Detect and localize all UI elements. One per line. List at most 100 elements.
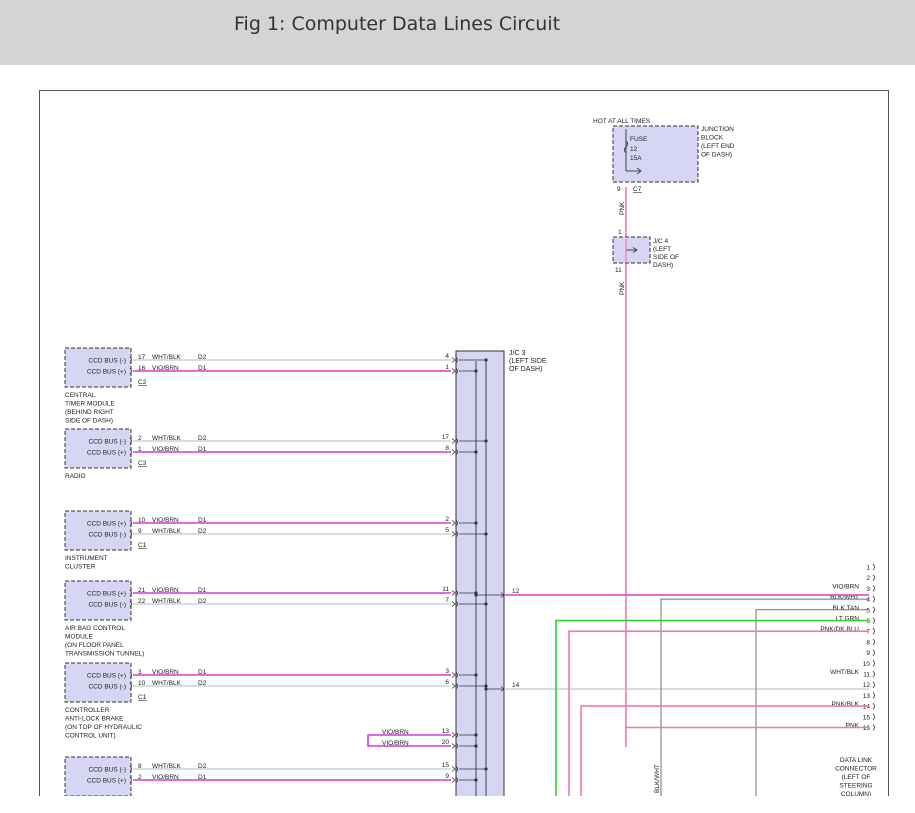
jc3-pin-connector	[455, 448, 458, 456]
splice-dot	[484, 358, 488, 362]
jc4-label: DASH)	[653, 262, 673, 269]
module-box-ctm	[64, 347, 132, 388]
module-connector-mark	[129, 671, 132, 679]
splice-dot	[474, 733, 478, 737]
dlc-pin-number: 13	[863, 693, 871, 700]
jc3-pin-connector	[455, 519, 458, 527]
jc3-output-pin: 14	[512, 682, 520, 689]
jc3-pin-number: 20	[442, 739, 450, 746]
module-label-airbag: TRANSMISSION TUNNEL)	[65, 651, 144, 658]
junction-block-label: (LEFT END	[701, 143, 735, 150]
jc3-pin-connector-arrow	[451, 601, 456, 607]
jc4-arrow	[632, 247, 638, 253]
module-connector-id: C3	[138, 460, 147, 467]
wire-color-label: VIO/BRN	[152, 587, 179, 594]
splice-dot	[484, 439, 488, 443]
dlc-wire-color-label: BLK/WHT	[830, 594, 859, 601]
splice-dot	[474, 673, 478, 677]
dlc-wire-color-label: BLK TAN	[833, 605, 860, 612]
junction-block-box	[612, 125, 699, 183]
dlc-label: STEERING	[839, 783, 872, 790]
module-pin-label: CCD BUS (-)	[88, 439, 126, 446]
module-connector-id: C1	[138, 542, 147, 549]
module-label-airbag: MODULE	[65, 634, 93, 641]
module-box-bottom	[64, 756, 132, 796]
splice-dot	[484, 687, 488, 691]
jc3-pin-connector	[455, 437, 458, 445]
jc3-pin-number: 5	[445, 527, 449, 534]
module-connector-id: C2	[138, 379, 147, 386]
wire-circuit-code: D2	[198, 680, 207, 687]
dlc-pin-number: 10	[863, 661, 871, 668]
wire-color-label: WHT/BLK	[152, 763, 182, 770]
module-pin-label: CCD BUS (-)	[88, 684, 126, 691]
dlc-wire-color-label: PNK	[846, 723, 860, 730]
module-label-abs: CONTROLLER	[65, 707, 110, 714]
module-label-ctm: (BEHIND RIGHT	[65, 409, 114, 416]
jc3-pin-connector	[455, 367, 458, 375]
dlc-pin-number: 4	[866, 597, 870, 604]
junction-connector-id: C7	[633, 186, 642, 193]
jc3-label: J/C 3	[509, 350, 525, 357]
dlc-pin-connector	[872, 681, 875, 688]
dlc-pin-connector	[872, 595, 875, 603]
dlc-wire-color-label: VIO/BRN	[832, 583, 859, 590]
wire-blk-tan-to-dlc	[755, 609, 869, 796]
module-pin-number: 9	[138, 528, 142, 535]
wire-color-label: WHT/BLK	[152, 354, 182, 361]
dlc-wire-color-label: PNK/BLK	[832, 701, 860, 708]
module-pin-number: 2	[138, 774, 142, 781]
dlc-pin-connector	[872, 713, 875, 721]
jc3-pin-connector-arrow	[451, 590, 456, 596]
module-connector-mark	[129, 776, 132, 784]
dlc-pin-connector	[872, 627, 875, 635]
jc3-pin-connector	[455, 671, 458, 679]
wire-circuit-code: D1	[198, 587, 207, 594]
jc3-pin-connector	[455, 776, 458, 784]
jc3-label: OF DASH)	[509, 366, 542, 373]
module-pin-label: CCD BUS (+)	[87, 673, 126, 680]
wire-color-label: VIO/BRN	[152, 517, 179, 524]
module-pin-number: 22	[138, 598, 146, 605]
module-pin-number: 10	[138, 680, 146, 687]
dlc-pin-number: 16	[863, 725, 871, 732]
wire-color-label: VIO/BRN	[152, 669, 179, 676]
dlc-pin-connector	[872, 670, 875, 678]
module-label-ctm: SIDE OF DASH)	[65, 418, 113, 425]
wire-color-label: WHT/BLK	[152, 435, 182, 442]
jc4-label: J/C 4	[653, 238, 669, 245]
dlc-pin-connector	[872, 692, 875, 699]
jc3-pin-connector	[455, 600, 458, 608]
dlc-pin-connector	[872, 617, 875, 624]
dlc-pin-number: 8	[866, 639, 870, 646]
jc3-pin-number: 13	[442, 728, 450, 735]
jc3-pin-number: 8	[445, 445, 449, 452]
dlc-pin-number: 14	[863, 704, 871, 711]
fuse-arrow	[636, 167, 642, 175]
module-pin-number: 3	[138, 669, 142, 676]
module-pin-number: 21	[138, 587, 146, 594]
dlc-pin-connector	[872, 660, 875, 667]
module-label-abs: (ON TOP OF HYDRAULIC	[65, 724, 142, 731]
jc3-pin-connector	[455, 765, 458, 773]
dlc-pin-number: 15	[863, 714, 871, 721]
dlc-wire-color-label: PNK/DK BLU	[820, 626, 859, 633]
jumper-wire	[367, 734, 451, 747]
jc3-pin-connector-arrow	[451, 438, 456, 444]
wire-color-label: PNK	[619, 201, 626, 215]
module-connector-mark	[129, 519, 132, 527]
jc3-pin-connector-arrow	[451, 520, 456, 526]
module-pin-number: 8	[138, 763, 142, 770]
splice-dot	[474, 744, 478, 748]
module-connector-mark	[129, 682, 132, 690]
module-pin-label: CCD BUS (+)	[87, 521, 126, 528]
fuse-rating: 15A	[630, 155, 642, 162]
jc3-pin-connector-arrow	[451, 672, 456, 678]
splice-dot	[484, 532, 488, 536]
dlc-pin-connector	[872, 606, 875, 614]
dlc-pin-connector	[872, 563, 875, 571]
wire-color-label: BLK/WHT	[654, 764, 661, 793]
module-pin-label: CCD BUS (-)	[88, 358, 126, 365]
module-pin-label: CCD BUS (-)	[88, 767, 126, 774]
wire-color-label: VIO/BRN	[152, 365, 179, 372]
